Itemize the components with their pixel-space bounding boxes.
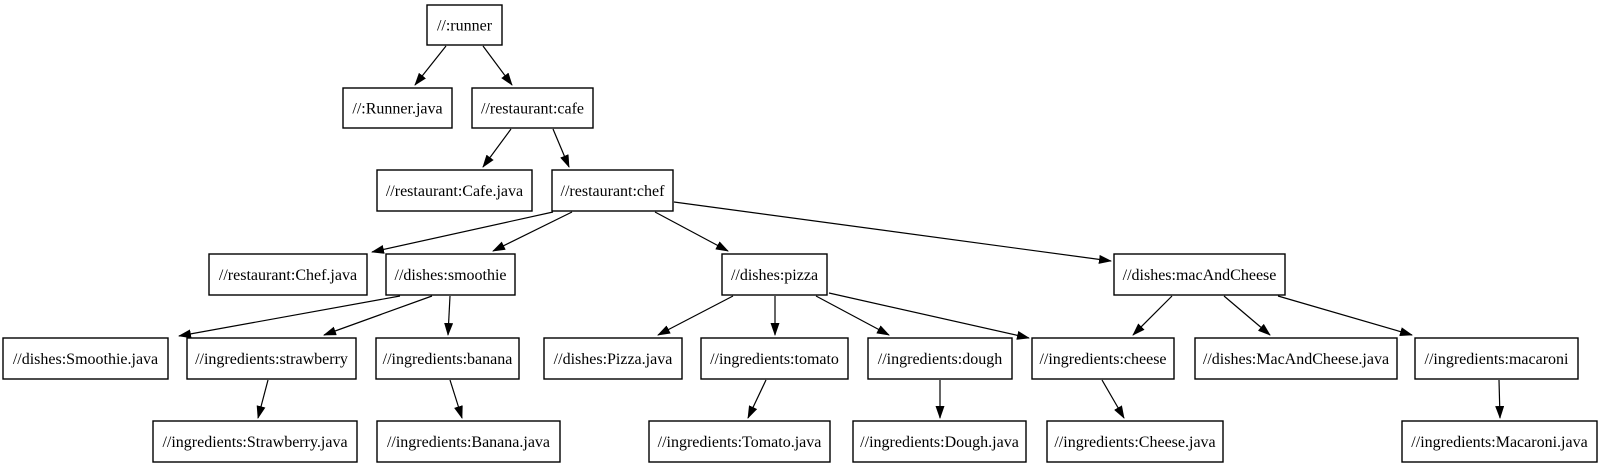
graph-node-banana_java: //ingredients:Banana.java [376, 420, 561, 463]
graph-edge-pizza-to-cheese [828, 292, 1030, 340]
graph-edge-tomato-to-tomato_java [747, 379, 767, 419]
graph-node-label-strawberry: //ingredients:strawberry [195, 351, 348, 368]
graph-node-label-banana: //ingredients:banana [383, 351, 513, 368]
graph-edge-smoothie-to-banana [444, 295, 454, 336]
graph-node-label-runner_java: //:Runner.java [352, 101, 442, 118]
graph-node-label-pizza: //dishes:pizza [731, 267, 818, 284]
graph-node-cheese: //ingredients:cheese [1031, 337, 1175, 380]
graph-node-runner: //:runner [426, 4, 503, 46]
graph-node-label-macaroni: //ingredients:macaroni [1425, 351, 1570, 368]
graph-node-label-macandcheese: //dishes:macAndCheese [1123, 267, 1277, 284]
graph-node-label-cafe: //restaurant:cafe [481, 101, 584, 118]
graph-node-runner_java: //:Runner.java [342, 87, 453, 129]
graph-node-pizza: //dishes:pizza [721, 253, 828, 296]
graph-edge-chef-to-smoothie [492, 211, 573, 252]
graph-node-box-macandcheese_java [1194, 337, 1398, 380]
graph-node-cafe: //restaurant:cafe [471, 87, 594, 129]
graph-node-box-chef [551, 169, 674, 212]
graph-node-tomato: //ingredients:tomato [700, 337, 849, 380]
graph-node-box-smoothie_java [2, 337, 169, 380]
graph-node-label-banana_java: //ingredients:Banana.java [387, 434, 550, 451]
graph-node-label-cheese: //ingredients:cheese [1039, 351, 1166, 368]
graph-node-smoothie: //dishes:smoothie [385, 253, 516, 296]
graph-node-box-macaroni_java [1401, 420, 1598, 463]
graph-node-box-dough_java [852, 420, 1027, 463]
graph-node-box-cheese_java [1046, 420, 1224, 463]
graph-node-box-macaroni [1414, 337, 1579, 380]
graph-node-box-macandcheese [1113, 253, 1286, 296]
graph-node-pizza_java: //dishes:Pizza.java [543, 337, 683, 380]
graph-node-macandcheese: //dishes:macAndCheese [1113, 253, 1286, 296]
graph-node-box-chef_java [208, 253, 368, 296]
graph-node-box-dough [867, 337, 1013, 380]
graph-node-banana: //ingredients:banana [375, 337, 520, 380]
graph-edge-pizza-to-dough [815, 295, 890, 336]
graph-edge-macandcheese-to-macaroni [1277, 295, 1413, 336]
graph-node-smoothie_java: //dishes:Smoothie.java [2, 337, 169, 380]
graph-node-label-runner: //:runner [437, 18, 493, 35]
graph-node-label-cheese_java: //ingredients:Cheese.java [1054, 434, 1215, 451]
graph-node-macaroni: //ingredients:macaroni [1414, 337, 1579, 380]
graph-node-label-pizza_java: //dishes:Pizza.java [554, 351, 673, 368]
graph-edge-strawberry-to-strawberry_java [256, 379, 269, 419]
graph-edge-macandcheese-to-macandcheese_java [1223, 295, 1271, 336]
graph-node-label-smoothie_java: //dishes:Smoothie.java [13, 351, 158, 368]
graph-edge-pizza-to-pizza_java [657, 295, 734, 336]
graph-edge-macaroni-to-macaroni_java [1495, 379, 1505, 419]
graph-node-chef_java: //restaurant:Chef.java [208, 253, 368, 296]
graph-node-cheese_java: //ingredients:Cheese.java [1046, 420, 1224, 463]
graph-edge-smoothie-to-smoothie_java [178, 295, 401, 339]
graph-edge-chef-to-macandcheese [673, 201, 1112, 264]
graph-node-label-smoothie: //dishes:smoothie [395, 267, 507, 284]
graph-node-box-strawberry_java [152, 420, 358, 463]
graph-node-tomato_java: //ingredients:Tomato.java [648, 420, 831, 463]
graph-node-macandcheese_java: //dishes:MacAndCheese.java [1194, 337, 1398, 380]
graph-node-box-tomato_java [648, 420, 831, 463]
graph-node-box-cheese [1031, 337, 1175, 380]
graph-edge-banana-to-banana_java [449, 379, 463, 419]
graph-edge-runner-to-runner_java [414, 45, 447, 86]
graph-node-macaroni_java: //ingredients:Macaroni.java [1401, 420, 1598, 463]
graph-node-label-dough_java: //ingredients:Dough.java [860, 434, 1019, 451]
graph-node-box-runner [426, 4, 503, 46]
graph-edge-chef-to-chef_java [371, 211, 554, 254]
graph-node-label-tomato_java: //ingredients:Tomato.java [658, 434, 822, 451]
graph-edge-cafe-to-cafe_java [482, 128, 512, 168]
graph-edge-cheese-to-cheese_java [1101, 379, 1125, 419]
graph-node-label-macandcheese_java: //dishes:MacAndCheese.java [1203, 351, 1389, 368]
graph-edge-macandcheese-to-cheese [1132, 295, 1173, 336]
graph-node-strawberry_java: //ingredients:Strawberry.java [152, 420, 358, 463]
graph-edge-chef-to-pizza [654, 211, 729, 252]
graph-node-box-strawberry [186, 337, 357, 380]
graph-node-label-chef: //restaurant:chef [561, 183, 666, 200]
graph-node-box-pizza_java [543, 337, 683, 380]
graph-edge-smoothie-to-strawberry [323, 295, 433, 336]
graph-node-label-chef_java: //restaurant:Chef.java [219, 267, 357, 284]
graph-node-strawberry: //ingredients:strawberry [186, 337, 357, 380]
graph-edge-cafe-to-chef [552, 128, 570, 168]
graph-node-dough_java: //ingredients:Dough.java [852, 420, 1027, 463]
graph-node-box-tomato [700, 337, 849, 380]
graph-node-box-runner_java [342, 87, 453, 129]
graph-node-label-macaroni_java: //ingredients:Macaroni.java [1411, 434, 1587, 451]
graph-node-cafe_java: //restaurant:Cafe.java [376, 169, 533, 212]
graph-node-label-tomato: //ingredients:tomato [710, 351, 839, 368]
graph-node-box-banana_java [376, 420, 561, 463]
graph-node-box-pizza [721, 253, 828, 296]
graph-node-box-cafe [471, 87, 594, 129]
graph-node-label-dough: //ingredients:dough [878, 351, 1002, 368]
graph-node-dough: //ingredients:dough [867, 337, 1013, 380]
graph-node-box-banana [375, 337, 520, 380]
graph-node-box-smoothie [385, 253, 516, 296]
graph-node-label-strawberry_java: //ingredients:Strawberry.java [162, 434, 347, 451]
graph-node-box-cafe_java [376, 169, 533, 212]
graph-node-label-cafe_java: //restaurant:Cafe.java [386, 183, 523, 200]
graph-node-chef: //restaurant:chef [551, 169, 674, 212]
graph-edge-runner-to-cafe [482, 45, 513, 86]
